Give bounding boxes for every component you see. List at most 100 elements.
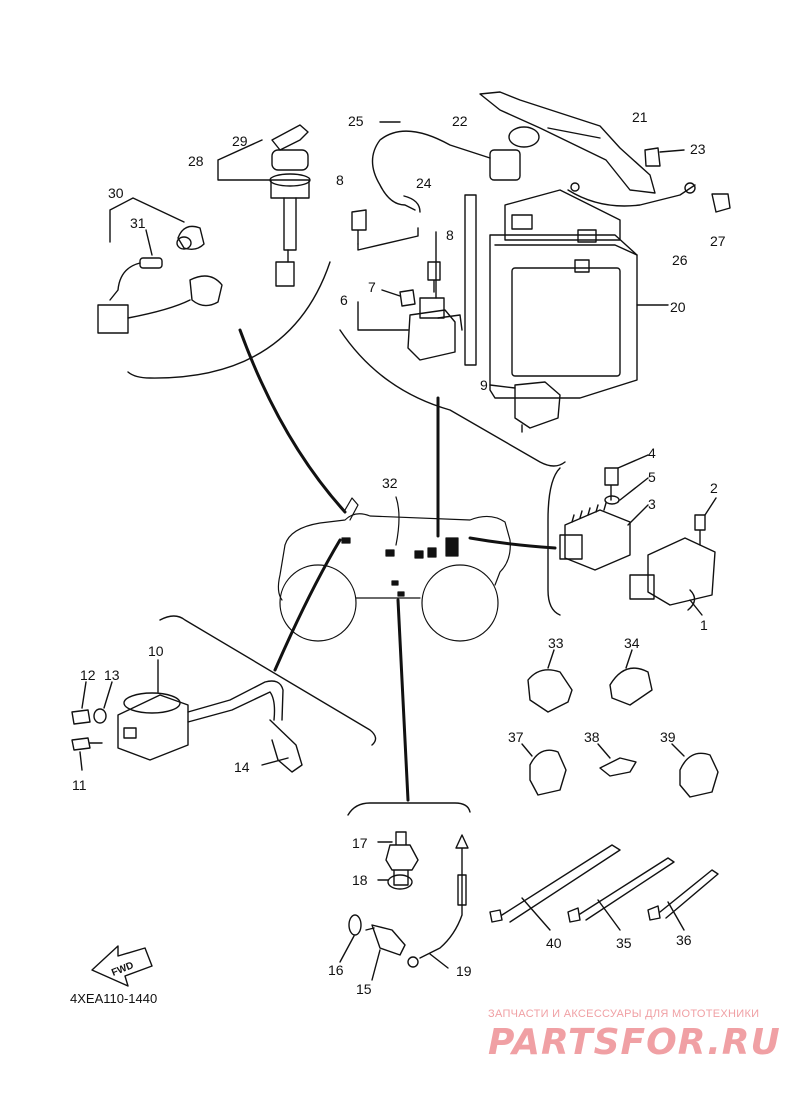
callout-21: 21 (632, 109, 648, 125)
clamp-37 (529, 749, 567, 796)
clamp-34 (609, 667, 653, 706)
leader-3 (627, 504, 649, 526)
callout-27: 27 (710, 233, 726, 249)
ignition-coil-10 (117, 680, 303, 773)
rod-24 (464, 194, 477, 366)
leader-6 (357, 301, 409, 331)
clamp-33 (527, 669, 573, 713)
leader-2 (704, 497, 717, 516)
callout-17: 17 (352, 835, 368, 851)
callout-14: 14 (234, 759, 250, 775)
leader-sensor (396, 598, 410, 802)
watermark-logo: PARTSFOR.RU (488, 1022, 781, 1063)
leader-23 (659, 149, 685, 153)
callout-23: 23 (690, 141, 706, 157)
fwd-label: FWD (110, 960, 135, 979)
group-bracket-top-right (339, 329, 566, 467)
group-bracket-bottom (347, 802, 471, 816)
callout-13: 13 (104, 667, 120, 683)
callout-18: 18 (352, 872, 368, 888)
watermark-tagline: ЗАПЧАСТИ И АКСЕССУАРЫ ДЛЯ МОТОТЕХНИКИ (488, 1008, 760, 1020)
callout-19: 19 (456, 963, 472, 979)
callout-2: 2 (710, 480, 718, 496)
callout-8-b: 8 (446, 227, 454, 243)
group-bracket-top-left (127, 261, 331, 379)
callout-26: 26 (672, 252, 688, 268)
clamp-39 (679, 752, 719, 798)
callout-40: 40 (546, 935, 562, 951)
leader-ignition (273, 538, 342, 672)
callout-34: 34 (624, 635, 640, 651)
rectifier-regulator-3 (559, 502, 631, 571)
callout-9: 9 (480, 377, 488, 393)
cable-tie-40 (489, 844, 621, 923)
fwd-arrow (91, 945, 153, 987)
cable-tie-35 (567, 857, 675, 923)
callout-22: 22 (452, 113, 468, 129)
lead-19 (419, 834, 469, 959)
callout-35: 35 (616, 935, 632, 951)
leader-16 (339, 935, 355, 963)
callout-37: 37 (508, 729, 524, 745)
leader-rectifier (468, 536, 557, 550)
atv-silhouette (277, 496, 511, 642)
callout-4: 4 (648, 445, 656, 461)
leader-28 (217, 139, 271, 181)
callout-36: 36 (676, 932, 692, 948)
sensor-15 (365, 924, 406, 956)
leader-7 (381, 289, 401, 297)
callout-31: 31 (130, 215, 146, 231)
callout-12: 12 (80, 667, 96, 683)
leader-4 (617, 454, 649, 469)
switch-harness (97, 225, 223, 334)
callout-30: 30 (108, 185, 124, 201)
leader-9 (489, 384, 516, 389)
gasket-16 (348, 914, 362, 936)
callout-3: 3 (648, 496, 656, 512)
cdi-unit-1 (629, 537, 716, 611)
lead-wire-26 (567, 184, 696, 207)
callout-38: 38 (584, 729, 600, 745)
callout-8-a: 8 (336, 172, 344, 188)
callout-5: 5 (648, 469, 656, 485)
starter-relay-6 (399, 231, 463, 361)
leader-31 (145, 229, 153, 256)
o-ring-18 (387, 874, 413, 890)
callout-32: 32 (382, 475, 398, 491)
callout-11: 11 (72, 777, 87, 793)
callout-39: 39 (660, 729, 676, 745)
callout-25: 25 (348, 113, 364, 129)
clamp-38 (599, 757, 637, 777)
callout-7: 7 (368, 279, 376, 295)
callout-6: 6 (340, 292, 348, 308)
callout-24: 24 (416, 175, 432, 191)
callout-33: 33 (548, 635, 564, 651)
leader-19 (429, 953, 449, 969)
leader-main-switch (238, 328, 347, 514)
leader-12 (81, 681, 87, 709)
callout-1: 1 (700, 617, 708, 633)
leader-14 (261, 757, 289, 766)
leader-1 (689, 599, 703, 616)
leader-13 (103, 681, 113, 709)
cable-tie-36 (647, 869, 719, 921)
group-bracket-right (547, 467, 561, 616)
callout-29: 29 (232, 133, 248, 149)
battery-20 (489, 189, 638, 399)
leader-15 (371, 949, 381, 981)
relay-9 (514, 381, 561, 433)
callout-20: 20 (670, 299, 686, 315)
leader-8-a (357, 227, 419, 251)
callout-28: 28 (188, 153, 204, 169)
diagram-code: 4XEA110-1440 (70, 991, 158, 1006)
leader-11 (79, 751, 83, 771)
lead-wire-25 (371, 130, 491, 211)
callout-10: 10 (148, 643, 164, 659)
group-bracket-ignition (159, 615, 377, 746)
callout-16: 16 (328, 962, 344, 978)
battery-band-21 (479, 91, 656, 194)
leader-5 (619, 477, 649, 501)
callout-15: 15 (356, 981, 372, 997)
leader-30 (109, 197, 185, 243)
